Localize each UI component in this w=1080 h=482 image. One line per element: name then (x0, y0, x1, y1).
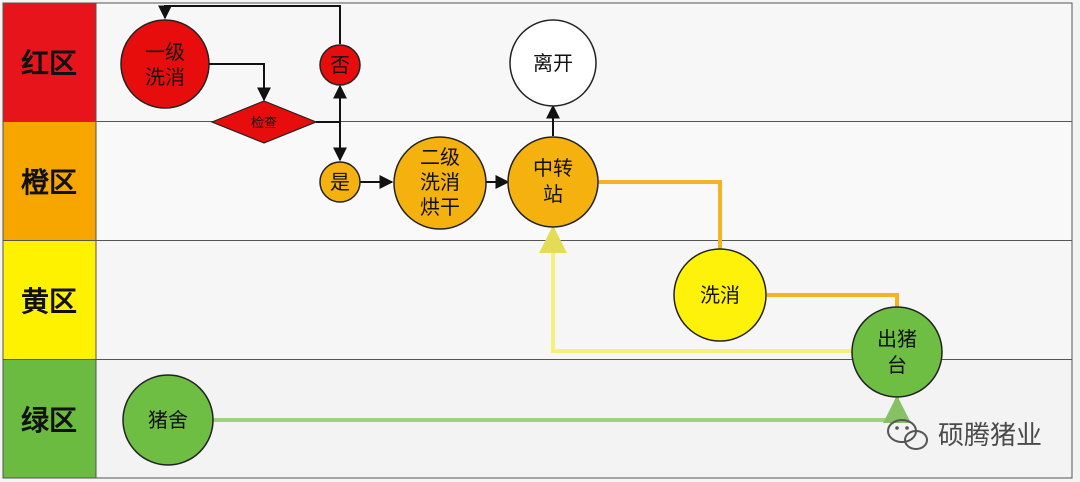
node-first-wash-line1: 一级 (145, 40, 185, 64)
node-leave-label: 离开 (533, 51, 573, 75)
zone-orange-label: 橙区 (21, 166, 77, 199)
node-transfer-station: 中转 站 (507, 136, 599, 228)
node-second-wash-line1: 二级 (420, 145, 460, 169)
node-transfer-line2: 站 (543, 182, 563, 206)
zone-orange-cell (3, 122, 96, 240)
node-yes: 是 (319, 161, 361, 203)
zone-yellow-cell (3, 241, 96, 359)
node-yellow-wash: 洗消 (673, 248, 767, 342)
node-no: 否 (319, 44, 361, 86)
watermark-text: 硕腾猪业 (938, 421, 1042, 451)
connector-loading-to-transfer (539, 225, 852, 353)
node-first-wash: 一级 洗消 (120, 19, 210, 109)
node-first-wash-line2: 洗消 (145, 65, 185, 89)
zone-green-label: 绿区 (21, 404, 77, 437)
node-pigsty-label: 猪舍 (148, 408, 188, 432)
dark-connectors (158, 5, 560, 189)
node-yellow-wash-label: 洗消 (700, 283, 740, 307)
node-check: 检查 (210, 100, 318, 144)
zone-green-cell (3, 360, 96, 478)
connector-no-to-first-wash (158, 5, 341, 44)
node-second-wash-line2: 洗消 (420, 170, 460, 194)
node-second-wash: 二级 洗消 烘干 (393, 136, 487, 230)
node-no-label: 否 (330, 53, 350, 77)
node-leave: 离开 (509, 19, 597, 107)
orange-connectors (598, 180, 899, 308)
node-yes-label: 是 (330, 170, 350, 194)
node-loading-platform: 出猪 台 (851, 306, 943, 398)
connector-first-wash-to-check (205, 63, 271, 102)
watermark: 硕腾猪业 (887, 419, 1042, 451)
zone-red-label: 红区 (21, 47, 77, 80)
zone-yellow-label: 黄区 (21, 285, 77, 318)
node-second-wash-line3: 烘干 (420, 195, 460, 219)
node-loading-line2: 台 (887, 353, 907, 377)
node-check-label: 检查 (251, 116, 277, 131)
wechat-icon (887, 419, 928, 450)
connector-yellow-wash-to-loading (767, 293, 899, 308)
zone-red-cell (3, 3, 96, 121)
connector-transfer-to-yellow-wash (598, 180, 722, 250)
node-pigsty: 猪舍 (122, 374, 214, 466)
node-transfer-line1: 中转 (533, 156, 573, 180)
node-loading-line1: 出猪 (877, 327, 917, 351)
